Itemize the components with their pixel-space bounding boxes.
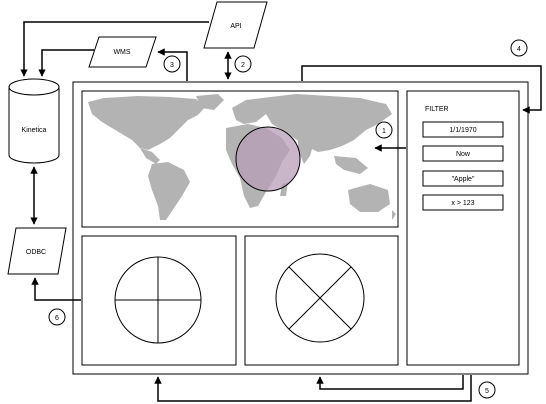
wms-node: WMS: [88, 36, 157, 68]
arrow-filter-to-pie: [154, 375, 472, 402]
step-1-label: 1: [382, 128, 386, 135]
step-3-label: 3: [170, 62, 174, 69]
world-map: [88, 94, 396, 220]
kinetica-label: Kinetica: [22, 127, 47, 134]
step-2-label: 2: [241, 62, 245, 69]
filter-field-text-value: "Apple": [452, 176, 475, 183]
step-6-marker: [48, 308, 66, 326]
step-3-marker: [163, 55, 181, 73]
filter-field-date-end[interactable]: [422, 145, 504, 162]
filter-field-expression-text: x > 123: [451, 200, 474, 207]
filter-field-expression[interactable]: [422, 194, 504, 211]
filter-title: FILTER: [425, 106, 449, 113]
wms-label: WMS: [113, 49, 130, 56]
filter-panel: FILTER 1/1/1970 Now "Apple" x > 123: [406, 90, 520, 366]
step-5-label: 5: [485, 388, 489, 395]
arrow-dashboard-to-wms: [157, 48, 188, 81]
arrow-wms-to-kinetica: [38, 49, 94, 77]
api-label: API: [230, 23, 241, 30]
step-2-marker: [234, 55, 252, 73]
filter-field-date-start[interactable]: [422, 121, 504, 138]
step-markers: 1 2 3 4 5 6: [48, 39, 528, 399]
step-6-label: 6: [55, 315, 59, 322]
step-5-marker: [478, 381, 496, 399]
filter-field-text[interactable]: [422, 170, 504, 187]
x-chart-panel: [244, 235, 399, 366]
filter-field-date-end-text: Now: [456, 151, 471, 158]
filter-field-date-start-text: 1/1/1970: [449, 127, 476, 134]
api-node: API: [203, 1, 268, 49]
arrow-filter-to-xchart: [316, 375, 464, 390]
map-panel: [81, 90, 399, 228]
kinetica-node: Kinetica: [8, 78, 60, 164]
map-selection-lens[interactable]: [235, 126, 301, 192]
connectors: [20, 21, 542, 402]
step-1-marker: [375, 121, 393, 139]
arrow-dashboard-to-odbc: [31, 277, 81, 301]
odbc-label: ODBC: [26, 249, 46, 256]
step-4-marker: [510, 39, 528, 57]
odbc-node: ODBC: [7, 227, 67, 275]
arrow-api-to-kinetica: [20, 21, 209, 77]
pie-chart-panel: [81, 235, 237, 366]
arrow-to-filter: [301, 65, 542, 114]
step-4-label: 4: [517, 46, 521, 53]
